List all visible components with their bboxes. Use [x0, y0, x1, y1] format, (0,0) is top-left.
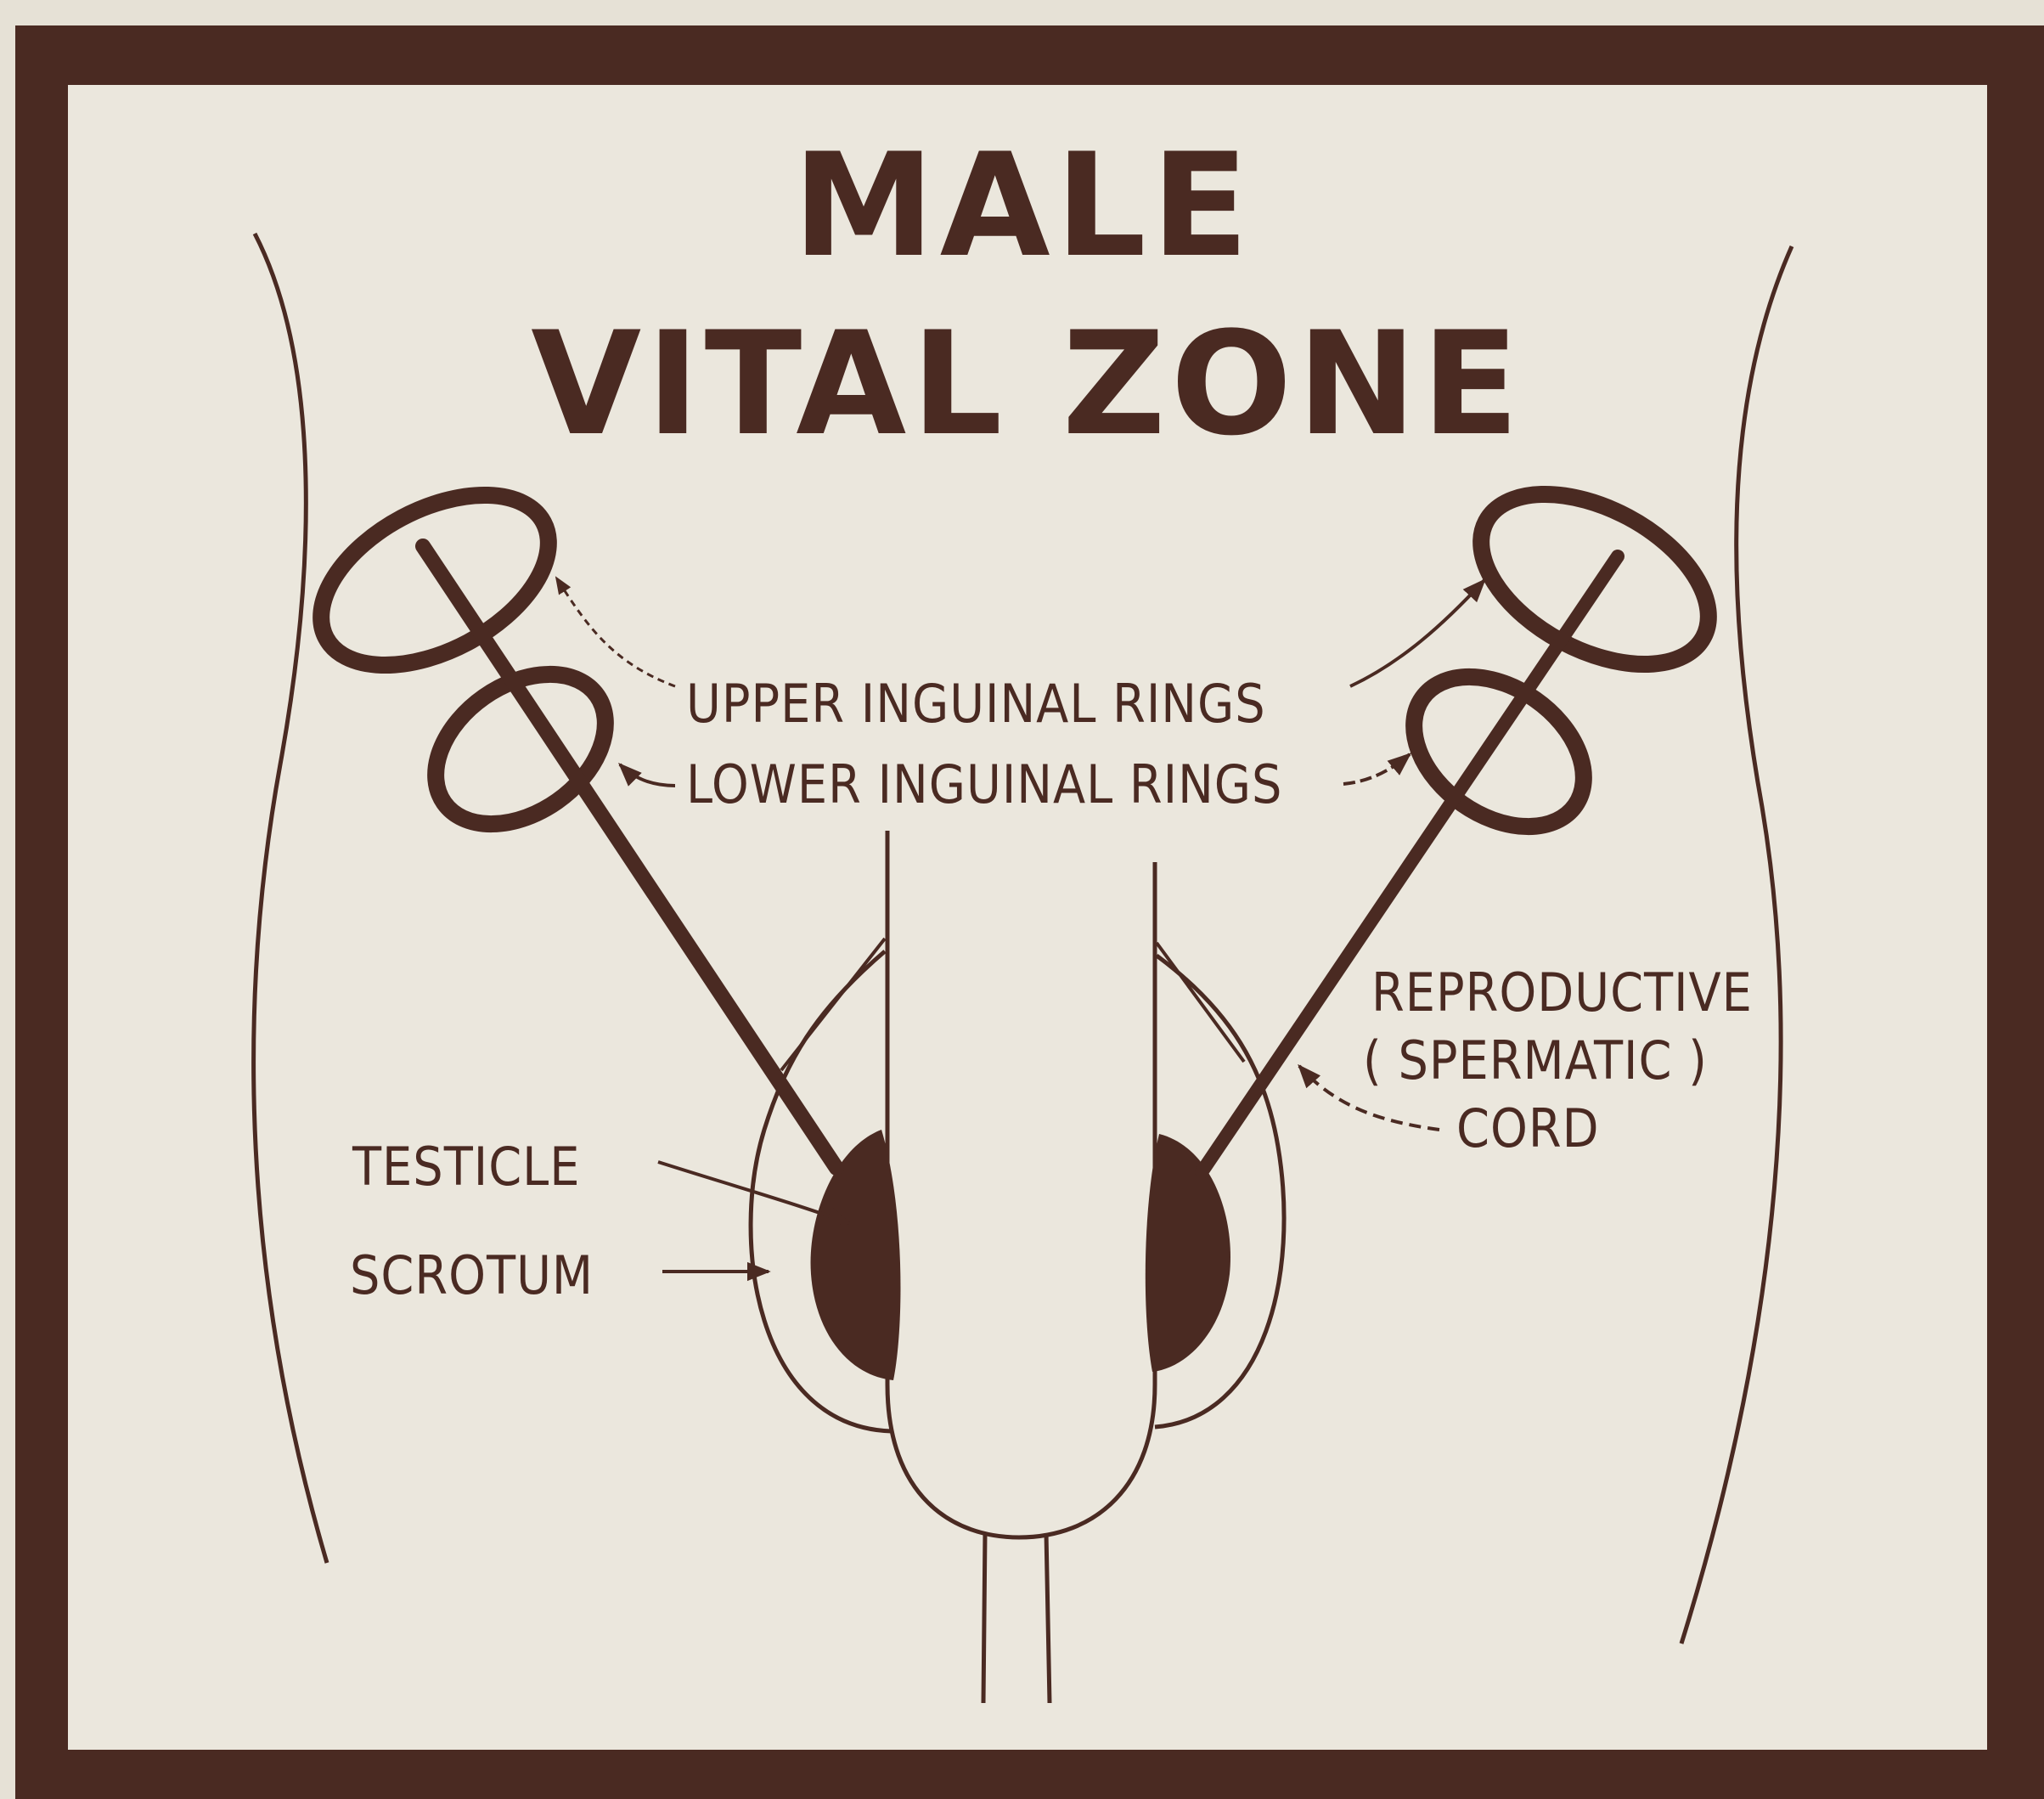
label-cord-line-2: ( SPERMATIC ) — [1363, 1029, 1708, 1091]
label-scrotum: SCROTUM — [350, 1244, 594, 1306]
label-lower-inguinal-rings: LOWER INGUINAL RINGS — [686, 753, 1282, 815]
label-cord-line-1: REPRODUCTIVE — [1371, 962, 1753, 1024]
label-testicle: TESTICLE — [352, 1136, 580, 1198]
title-line-2: VITAL ZONE — [531, 301, 1524, 467]
label-cord-line-3: CORD — [1456, 1097, 1600, 1159]
title-line-1: MALE — [792, 122, 1253, 289]
label-upper-inguinal-rings: UPPER INGUINAL RINGS — [686, 673, 1266, 735]
